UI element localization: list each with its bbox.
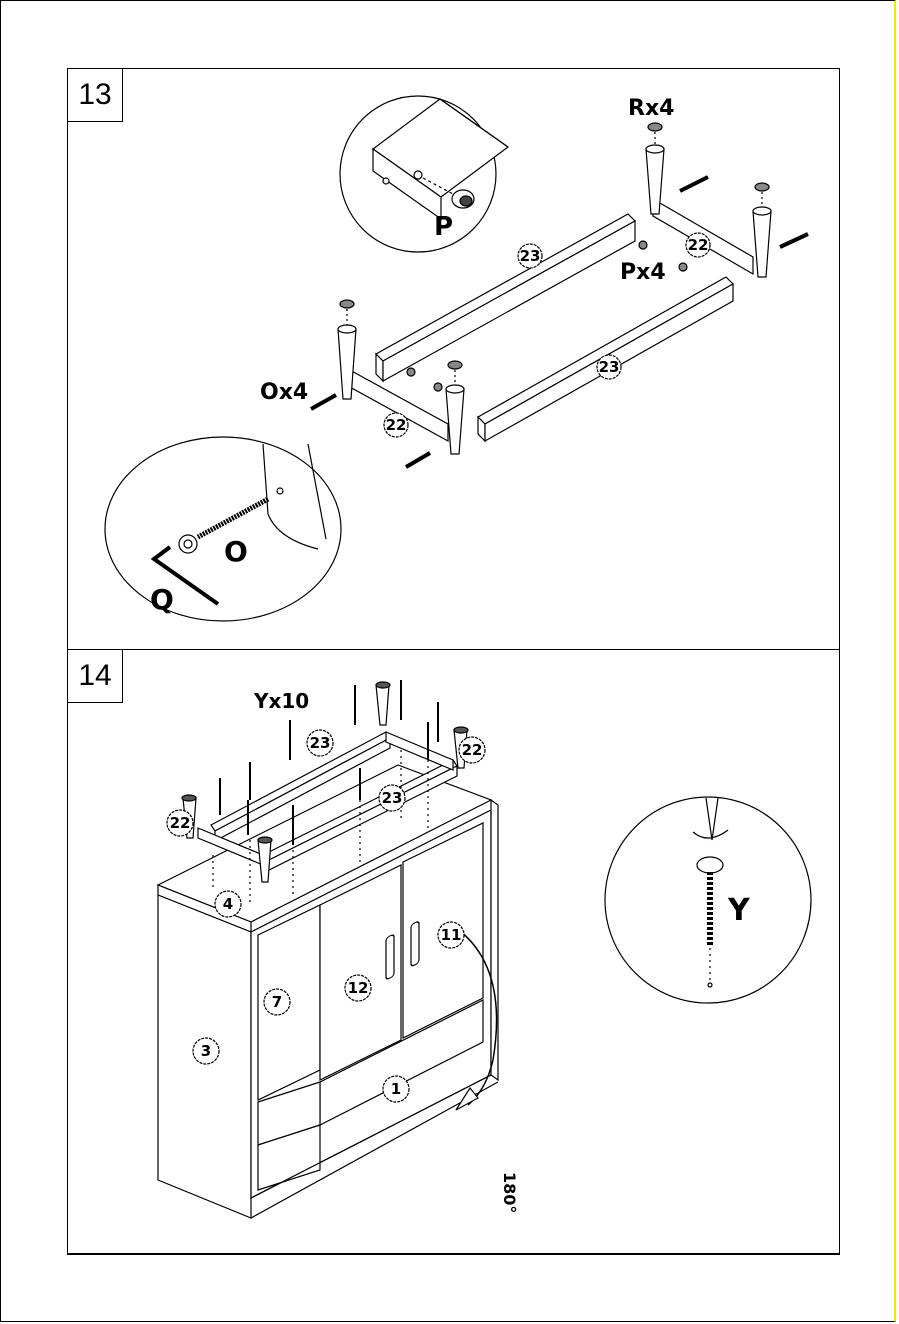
detail-rail-end — [373, 99, 508, 219]
leg-left-front — [446, 385, 464, 454]
part-label-3: 3 — [201, 1042, 211, 1060]
detail-circle-oq — [105, 437, 341, 621]
part-label-11: 11 — [441, 926, 462, 944]
cam-dowel-p-detail — [452, 190, 474, 208]
quantity-r: Rx4 — [628, 96, 674, 121]
dowel-p-2 — [434, 383, 442, 391]
quantity-p: Px4 — [620, 260, 666, 285]
detail-screw-head — [697, 857, 723, 873]
part-label-22-right: 22 — [688, 236, 709, 254]
callout-y: Y — [727, 893, 751, 928]
part-label-23-back: 23 — [520, 247, 541, 265]
bolt-o-4 — [780, 234, 808, 247]
cabinet-side-right — [491, 800, 498, 1080]
bolt-o-1 — [311, 395, 336, 409]
quantity-y: Yx10 — [253, 689, 309, 713]
frame-leg-3 — [376, 685, 389, 725]
leg-right-front — [753, 207, 771, 277]
part-label-23-front: 23 — [382, 789, 403, 807]
frame-rail-22-right — [386, 732, 453, 770]
pad-r-4 — [755, 183, 769, 191]
dowel-p-3 — [639, 241, 647, 249]
dowel-p-4 — [679, 263, 687, 271]
callout-o: O — [224, 535, 248, 568]
step-13-illustration: 23 22 23 22 P Rx4 Px4 Ox4 O Q — [68, 69, 841, 651]
pad-r-1 — [340, 300, 354, 308]
dowel-p-1 — [407, 368, 415, 376]
detail-bolt-head — [179, 535, 197, 553]
step-13-panel: 13 — [67, 68, 840, 650]
part-label-4: 4 — [223, 895, 233, 913]
bolt-o-2 — [406, 453, 430, 467]
pad-r-2 — [448, 361, 462, 369]
step-14-panel: 14 — [67, 649, 840, 1255]
part-label-22-left: 22 — [170, 814, 191, 832]
part-label-23-rear: 23 — [310, 734, 331, 752]
handle-left — [386, 934, 394, 980]
rotation-label: 180° — [500, 1172, 519, 1213]
step-14-illustration: 23 22 23 22 4 7 3 12 11 1 Yx10 Y 180° — [68, 650, 841, 1256]
handle-right — [411, 921, 419, 967]
part-label-22-right: 22 — [462, 741, 483, 759]
bolt-o-3 — [680, 177, 708, 191]
pad-r-3 — [648, 123, 662, 131]
detail-screwdriver — [706, 798, 718, 840]
part-label-1: 1 — [391, 1080, 401, 1098]
part-label-12: 12 — [348, 979, 369, 997]
quantity-o: Ox4 — [260, 380, 308, 405]
detail-bolt-o — [198, 499, 268, 537]
part-label-23-front: 23 — [599, 358, 620, 376]
part-label-22-left: 22 — [386, 416, 407, 434]
detail-leg-edge — [263, 444, 318, 549]
part-label-7: 7 — [272, 993, 282, 1011]
callout-q: Q — [150, 583, 174, 616]
callout-p: P — [434, 212, 453, 242]
